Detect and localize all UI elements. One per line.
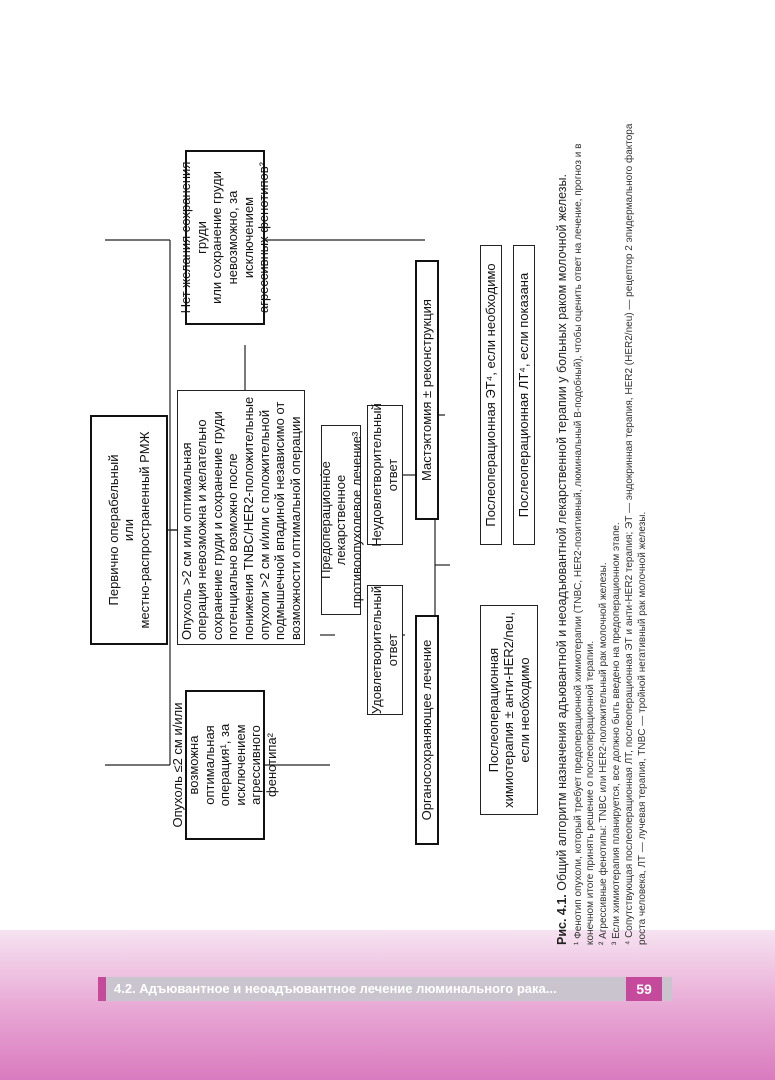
preop-box: Предоперационное лекарственное противооп… [318,425,364,615]
page-number: 59 [626,977,662,1001]
start-box: Первично операбельный или местно-распрос… [90,415,168,645]
rotated-figure: Первично операбельный или местно-распрос… [85,115,675,945]
footnote-3: ³ Если химиотерапия планируется, все дол… [611,522,623,945]
poor-response-box: Неудовлетворительный ответ [367,403,403,547]
caption-title: Общий алгоритм назначения адъювантной и … [555,174,569,895]
postop-et-box: Послеоперационная ЭТ⁴, если необходимо [480,245,502,545]
left-branch-box: Опухоль ≤2 см и/или возможна оптимальная… [170,690,279,840]
footnote-4: ⁴ Сопутствующая послеоперационная ЛТ, по… [623,123,648,945]
middle-branch-box: Опухоль >2 см или оптимальная операция н… [177,390,305,645]
right-branch-box: Нет желания сохранения груди или сохране… [178,150,271,325]
caption-label: Рис. 4.1. [555,894,569,945]
footer-section-bar: 4.2. Адъювантное и неоадъювантное лечени… [98,977,672,1001]
good-response-box: Удовлетворительный ответ [367,585,403,715]
footnote-1: ¹ Фенотип опухоли, который требует предо… [572,143,597,945]
page-background-gradient [0,930,775,1080]
postop-chemo-box: Послеоперационная химиотерапия ± анти-HE… [480,605,538,815]
footer-section-title: 4.2. Адъювантное и неоадъювантное лечени… [114,981,557,996]
footnote-2: ² Агрессивные фенотипы: TNBC или HER2-по… [598,562,610,945]
postop-rt-box: Послеоперационная ЛТ⁴, если показана [513,245,535,545]
organ-sparing-box: Органосохраняющее лечение [415,615,439,845]
figure-caption: Рис. 4.1. Общий алгоритм назначения адъю… [555,115,649,945]
mastectomy-box: Мастэктомия ± реконструкция [415,260,439,520]
